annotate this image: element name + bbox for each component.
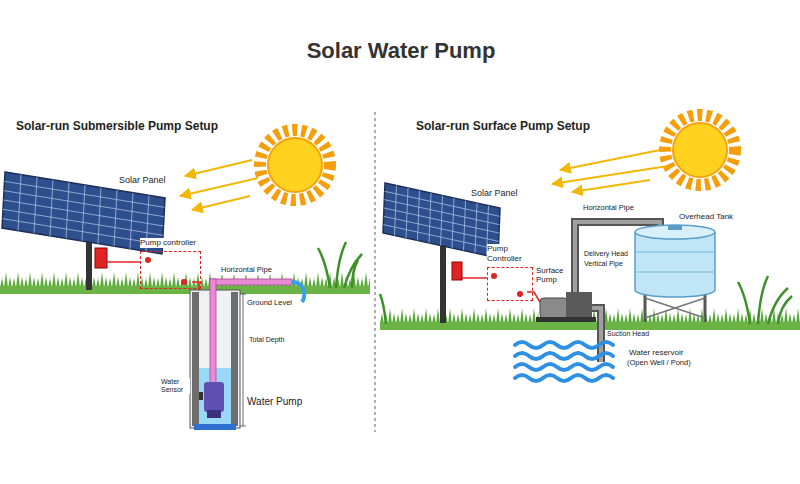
part-label: (Open Well / Pond) — [626, 359, 692, 368]
part-label: Delivery Head — [583, 250, 629, 258]
panel-heading: Solar-run Submersible Pump Setup — [15, 120, 219, 134]
controller-label: Pump Controller — [487, 244, 529, 264]
part-label: Ground Level — [246, 299, 293, 308]
sun-ray-arrow — [552, 150, 668, 192]
pipe — [210, 279, 216, 383]
part-label: Surface Pump — [535, 266, 569, 284]
sun-ray-arrow — [185, 160, 252, 176]
panel-divider — [374, 112, 375, 432]
controller-symbol — [145, 257, 151, 263]
pipe — [210, 279, 292, 285]
pipe — [210, 279, 292, 383]
water-reservoir — [515, 353, 613, 359]
overhead-tank — [645, 298, 705, 318]
borehole — [192, 292, 199, 426]
controller-switch — [452, 262, 462, 280]
part-label: Water reservoir — [628, 348, 684, 357]
part-label: Suction Head — [606, 330, 650, 338]
overhead-tank — [635, 251, 715, 252]
sun-ray-arrow — [572, 180, 650, 192]
part-label: Total Depth — [248, 336, 285, 344]
ground-grass — [318, 242, 362, 288]
submersible-pump — [204, 382, 224, 412]
controller-symbol — [181, 279, 187, 285]
sun — [673, 123, 727, 177]
part-label: Overhead Tank — [678, 212, 734, 221]
surface-pump — [536, 317, 596, 322]
part-label: Water Pump — [246, 396, 303, 408]
part-label: Water Sensor — [160, 378, 190, 394]
wire — [462, 278, 540, 302]
sun-ray-arrow — [192, 196, 250, 210]
sun — [268, 138, 322, 192]
overhead-tank — [635, 225, 715, 239]
title: Solar Water Pump — [0, 38, 800, 63]
water-sensor — [199, 392, 203, 400]
overhead-tank — [635, 271, 715, 272]
submersible-pump — [204, 382, 224, 418]
sun-ray-arrow — [180, 178, 258, 196]
surface-pump — [566, 292, 592, 318]
water-reservoir — [515, 342, 613, 348]
sun — [665, 115, 735, 185]
water-reservoir — [515, 342, 613, 381]
borehole — [194, 424, 236, 430]
water-outflow — [292, 282, 304, 302]
part-label: Horizontal Pipe — [220, 266, 273, 275]
ground-grass — [380, 322, 800, 330]
surface-pump — [536, 292, 596, 322]
wire — [107, 262, 204, 390]
overhead-tank — [645, 298, 705, 318]
sun — [260, 130, 330, 200]
borehole — [231, 292, 238, 426]
depth-dimension — [243, 294, 244, 426]
sun-ray-arrow — [552, 166, 668, 184]
controller-symbol — [145, 257, 187, 285]
surface-pump — [540, 298, 568, 318]
overhead-tank — [635, 225, 715, 322]
controller-outline — [140, 251, 201, 289]
sun — [260, 130, 330, 200]
controller-label: Pump controller — [140, 238, 201, 248]
controller-box: Pump controller — [140, 238, 201, 289]
part-label: Solar Panel — [470, 188, 519, 198]
controller-outline — [487, 267, 533, 301]
depth-dimension — [240, 426, 246, 427]
ground-grass — [0, 270, 370, 288]
sun — [665, 115, 735, 185]
controller-box: Pump Controller — [487, 244, 533, 301]
sun-ray-arrow — [180, 160, 258, 210]
depth-dimension — [240, 294, 246, 295]
controller-symbol — [491, 273, 497, 279]
water-reservoir — [515, 375, 613, 381]
controller-symbol — [491, 273, 523, 297]
part-label: Solar Panel — [118, 175, 167, 185]
ground-grass — [0, 286, 370, 294]
part-label: Vertical Pipe — [583, 260, 624, 268]
controller-symbol — [517, 291, 523, 297]
submersible-pump — [207, 410, 221, 418]
panel-heading: Solar-run Surface Pump Setup — [415, 120, 591, 134]
part-label: Horizontal Pipe — [582, 204, 635, 213]
overhead-tank — [668, 225, 682, 230]
wire — [462, 277, 487, 279]
wire — [107, 261, 140, 263]
sun-ray-arrow — [560, 150, 660, 170]
controller-switch — [95, 248, 107, 268]
overhead-tank — [635, 232, 715, 297]
ground-grass — [0, 242, 370, 294]
water-reservoir — [515, 364, 613, 370]
